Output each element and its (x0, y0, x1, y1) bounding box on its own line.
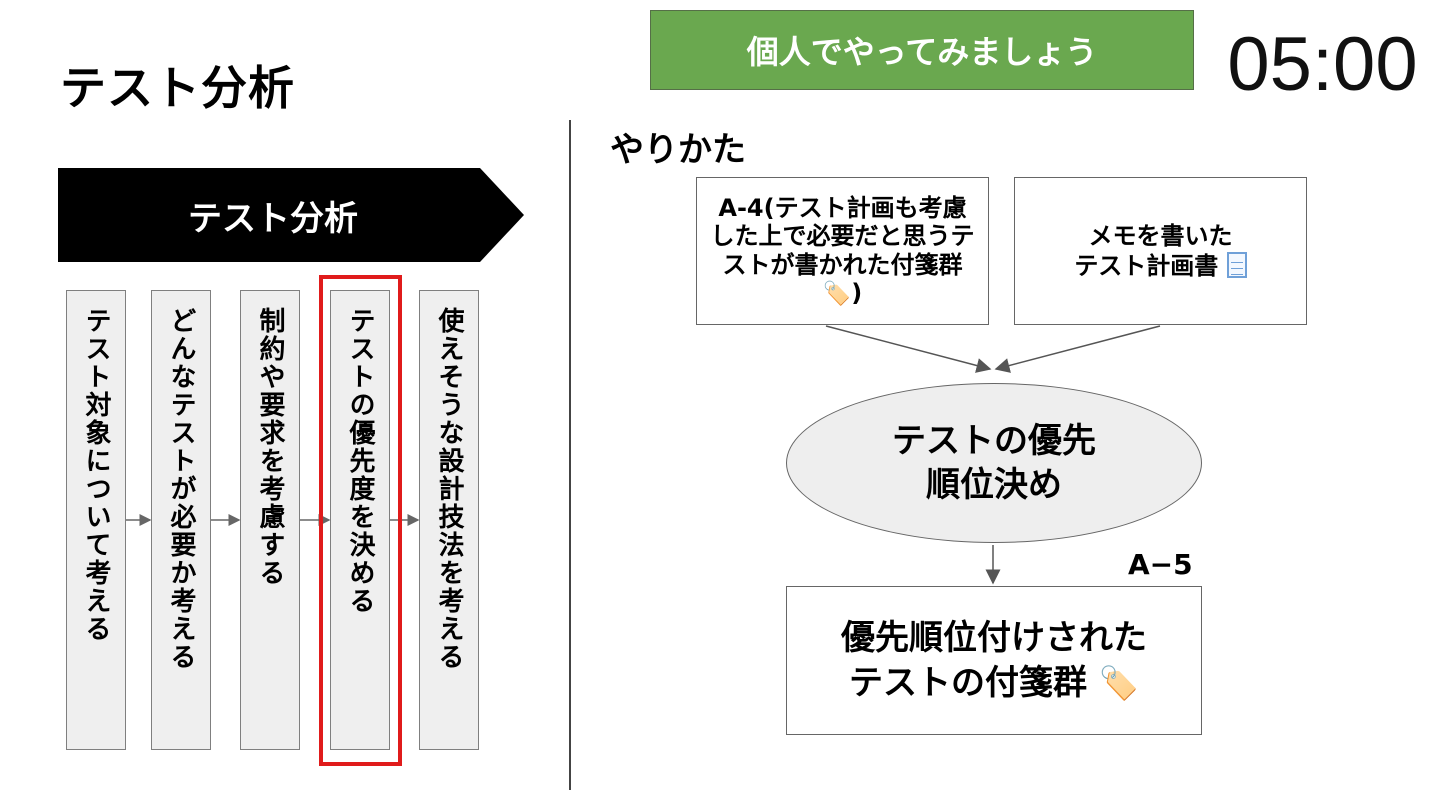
output-box: 優先順位付けされた テストの付箋群 🏷️ (786, 586, 1202, 735)
step-card-4: テストの優先度を決める (330, 290, 390, 750)
step-card-3: 制約や要求を考慮する (240, 290, 300, 750)
phase-arrow-shape (58, 168, 524, 262)
arrow-memo-to-process (994, 325, 1161, 373)
step-label-5: 使えそうな設計技法を考える (434, 307, 464, 671)
page-title: テスト分析 (60, 61, 295, 115)
input-memo-box: メモを書いた テスト計画書 (1014, 177, 1307, 325)
step-card-2: どんなテストが必要か考える (151, 290, 211, 750)
countdown-timer: 05:00 (1205, 2, 1440, 127)
step-connectors (126, 514, 420, 526)
input-a4-box: A-4(テスト計画も考慮した上で必要だと思うテストが書かれた付箋群🏷️) (696, 177, 989, 325)
label-tag-icon: 🏷️ (1098, 663, 1140, 702)
input-a4-close: ) (851, 279, 863, 308)
step-card-5: 使えそうな設計技法を考える (419, 290, 479, 750)
process-line1: テストの優先 (892, 420, 1096, 461)
arrow-a4-to-process (825, 325, 992, 373)
flow-connectors (825, 325, 1161, 585)
process-line2: 順位決め (926, 465, 1062, 505)
step-label-4: テストの優先度を決める (345, 307, 375, 615)
output-label: A−5 (1128, 548, 1193, 581)
output-line1: 優先順位付けされた (841, 618, 1147, 659)
input-memo-line2: テスト計画書 (1074, 252, 1219, 280)
current-step-highlight (319, 275, 402, 766)
step-card-1: テスト対象について考える (66, 290, 126, 750)
document-icon (1226, 252, 1247, 278)
process-ellipse: テストの優先 順位決め (786, 383, 1202, 543)
panel-divider (569, 120, 571, 790)
step-label-1: テスト対象について考える (81, 307, 111, 643)
label-tag-icon: 🏷️ (822, 281, 852, 308)
input-a4-text: A-4(テスト計画も考慮した上で必要だと思うテストが書かれた付箋群 (710, 194, 975, 279)
step-label-2: どんなテストが必要か考える (166, 307, 196, 671)
instruction-banner: 個人でやってみましょう (650, 10, 1194, 90)
phase-label: テスト分析 (188, 198, 358, 239)
howto-title: やりかた (610, 130, 746, 170)
input-memo-line1: メモを書いた (1088, 222, 1233, 250)
output-line2: テストの付箋群 (848, 662, 1087, 703)
step-label-3: 制約や要求を考慮する (255, 307, 285, 587)
